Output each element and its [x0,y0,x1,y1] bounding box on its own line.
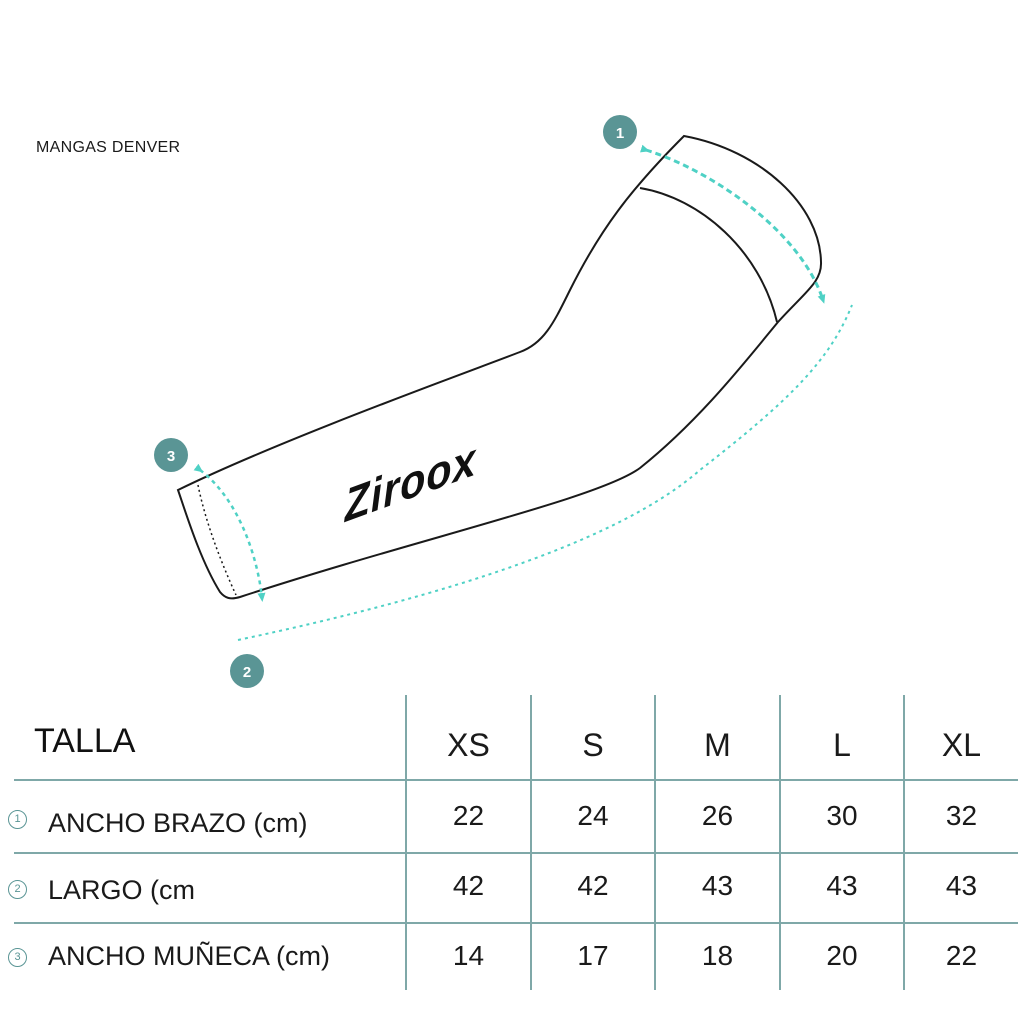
sleeve-outline [176,134,823,600]
size-header-l: L [833,727,851,763]
grid-line [779,695,781,990]
table-cell: 43 [945,870,978,901]
row-label-arm-width: ANCHO BRAZO (cm) [48,808,308,838]
table-cell: 30 [826,800,858,831]
row-number-1: 1 [8,810,27,829]
table-cell: 32 [945,800,978,831]
grid-line [14,779,1018,781]
measure-line-arm-width [640,144,826,304]
table-cell: 43 [826,870,858,901]
size-header-xs: XS [447,727,490,763]
table-cell: 22 [945,940,978,971]
row-label-wrist-width: ANCHO MUÑECA (cm) [48,941,330,971]
table-cell: 26 [701,800,734,831]
table-cell: 42 [577,870,609,901]
svg-text:2: 2 [243,664,251,681]
size-header-xl: XL [941,727,982,763]
badge-2: 2 [230,654,264,688]
svg-text:3: 3 [167,448,175,465]
table-cell: 42 [452,870,485,901]
table-cell: 22 [452,800,485,831]
table-cell: 43 [701,870,734,901]
table-cell: 20 [826,940,858,971]
measure-line-length [237,304,853,641]
measure-line-wrist-width [193,463,266,602]
table-cell: 14 [452,940,485,971]
size-table: TALLA XS S M L XL 1 ANCHO BRAZO (cm) 22 … [8,695,1018,990]
table-cell: 17 [577,940,609,971]
size-header-m: M [704,727,731,763]
grid-line [14,922,1018,924]
grid-line [14,852,1018,854]
row-label-length: LARGO (cm [48,875,196,905]
svg-text:1: 1 [616,125,624,142]
row-number-2: 2 [8,880,27,899]
product-title: MANGAS DENVER [36,139,181,156]
table-cell: 24 [577,800,609,831]
size-header-s: S [582,727,604,763]
table-cell: 18 [701,940,734,971]
grid-line [654,695,656,990]
grid-line [405,695,407,990]
row-number-3: 3 [8,948,27,967]
badge-1: 1 [603,115,637,149]
grid-line [903,695,905,990]
sleeve-illustration: Zirоox 1 2 3 [154,115,853,688]
grid-line [530,695,532,990]
badge-3: 3 [154,438,188,472]
table-header-label: TALLA [34,722,136,760]
